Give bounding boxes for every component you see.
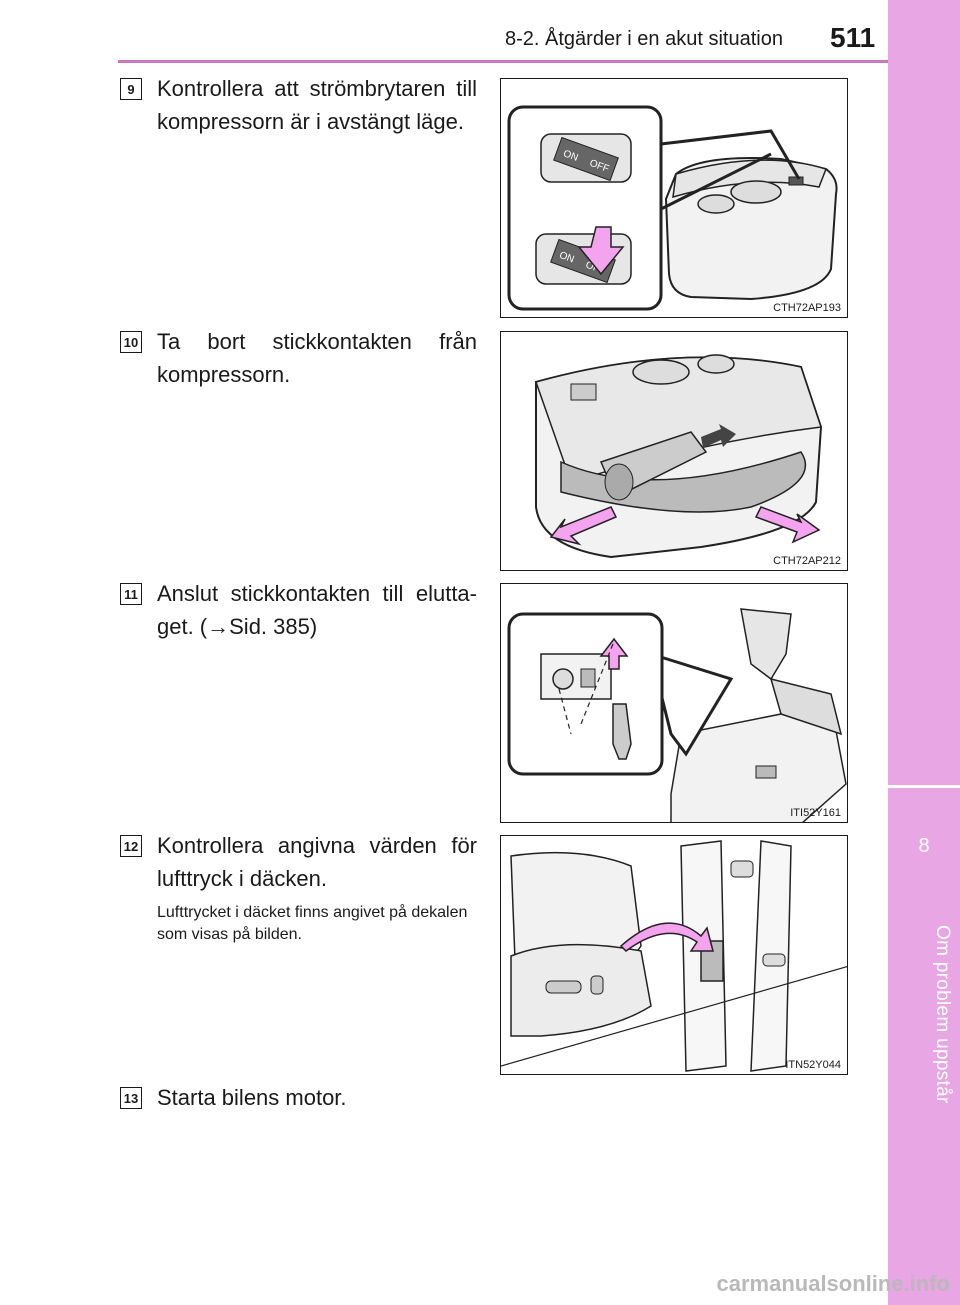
compressor-switch-illustration: ON OFF ON OFF — [507, 105, 838, 311]
figure-code: CTH72AP212 — [773, 555, 841, 567]
figure-compressor-switch: ON OFF ON OFF CTH72AP193 — [500, 78, 848, 318]
section-title: 8-2. Åtgärder i en akut situation — [505, 28, 783, 50]
figure-unplug-compressor: CTH72AP212 — [500, 331, 848, 571]
step-number-11: 11 — [120, 583, 142, 605]
step-text-11: Anslut stickkontakten till elutta-get. (… — [157, 581, 477, 639]
step-number-9: 9 — [120, 78, 142, 100]
chapter-title: Om problem uppstår — [932, 925, 953, 1104]
step-number-10: 10 — [120, 331, 142, 353]
unplug-compressor-illustration — [535, 354, 823, 559]
step-text-9: Kontrollera att strömbrytaren till kompr… — [157, 76, 477, 134]
step-text-12: Kontrollera angivna värden för lufttryck… — [157, 833, 477, 891]
side-tab-divider — [888, 785, 960, 788]
figure-tire-pressure-label: ITN52Y044 — [500, 835, 848, 1075]
watermark: carmanualsonline.info — [716, 1271, 951, 1296]
tire-pressure-label-illustration — [501, 840, 847, 1072]
header-rule — [118, 60, 888, 63]
chapter-number: 8 — [918, 835, 930, 857]
figure-code: ITI52Y161 — [790, 807, 841, 819]
power-outlet-illustration — [507, 608, 847, 822]
step-number-12: 12 — [120, 835, 142, 857]
figure-power-outlet: ITI52Y161 — [500, 583, 848, 823]
step-text-13: Starta bilens motor. — [157, 1085, 347, 1110]
step-note-12: Lufttrycket i däcket finns angivet på de… — [157, 904, 468, 943]
page-number: 511 — [830, 22, 876, 53]
chapter-side-tab — [888, 0, 960, 1305]
step-number-13: 13 — [120, 1087, 142, 1109]
switch-label-on-2: ON — [558, 250, 576, 265]
step-text-10: Ta bort stickkontakten från kompressorn. — [157, 329, 477, 387]
figure-code: ITN52Y044 — [785, 1059, 841, 1071]
figure-code: CTH72AP193 — [773, 302, 841, 314]
switch-label-on: ON — [562, 148, 580, 163]
